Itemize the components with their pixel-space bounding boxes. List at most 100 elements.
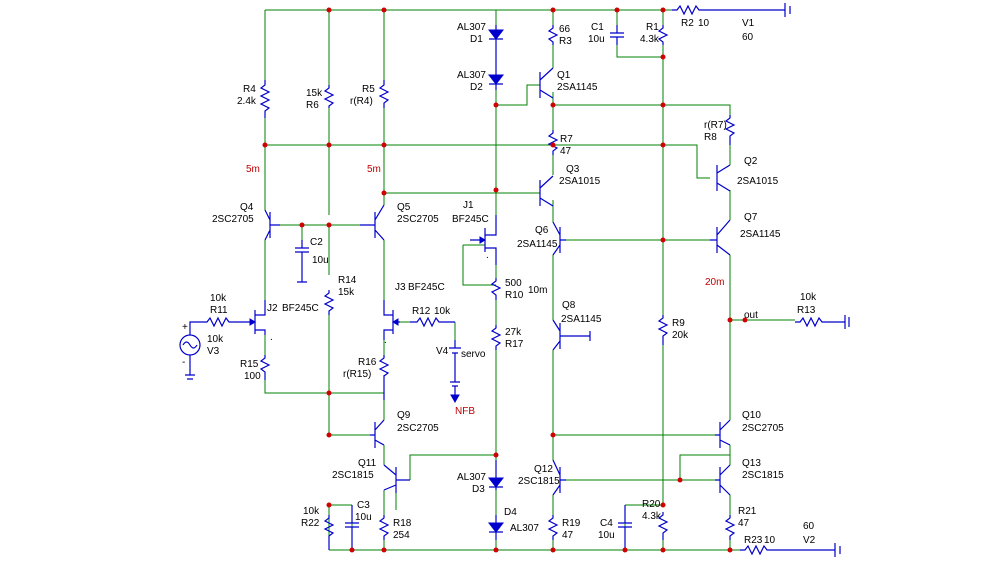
q5-transistor [360,204,385,241]
d4-diode [487,515,505,540]
q1-type: 2SA1145 [557,82,598,93]
q8-name: Q8 [562,300,576,311]
nodes [262,7,748,553]
q9-name: Q9 [397,410,411,421]
c4-capacitor [618,505,632,550]
r14-name: R14 [338,275,357,286]
j3-jfet [383,300,400,340]
q3-transistor [539,175,554,207]
d1-type: AL307 [457,22,486,33]
r17-value: 27k [505,327,522,338]
q11-name: Q11 [358,458,377,469]
r20-resistor [657,512,669,540]
r21-resistor [724,515,736,540]
current-10m: 10m [528,285,547,296]
nfb-arrow [450,394,460,404]
d2-diode [487,45,505,90]
r7-resistor [547,130,559,155]
v4-value: servo [461,349,486,360]
components [179,3,850,557]
r18-name: R18 [393,518,412,529]
q4-transistor [264,209,280,241]
r12-resistor [410,316,455,328]
q12-name: Q12 [534,464,553,475]
r2-value: 10 [698,18,710,29]
r10-resistor [490,278,502,300]
r8-value: r(R7) [704,120,727,131]
r21-name: R21 [738,506,757,517]
c4-name: C4 [600,518,613,529]
d3-diode [487,460,505,490]
q13-transistor [715,464,731,496]
r3-resistor [547,25,559,45]
r20-name: R20 [642,499,661,510]
q10-name: Q10 [742,410,761,421]
c1-capacitor [610,25,624,45]
q11-transistor [383,464,410,493]
q9-type: 2SC2705 [397,423,439,434]
r12-name: R12 [412,306,431,317]
r16-resistor [378,355,390,400]
v4-source [449,340,461,395]
c2-capacitor [295,240,309,283]
r4-resistor [259,80,271,118]
tick-3: . [486,250,489,261]
r15-name: R15 [240,359,259,370]
r5-value: r(R4) [350,96,373,107]
r9-name: R9 [672,318,685,329]
r14-resistor [323,290,335,315]
q7-transistor [710,219,731,256]
q3-type: 2SA1015 [559,176,601,187]
j1-type: BF245C [452,214,489,225]
r19-value: 47 [562,530,574,541]
r15-resistor [259,355,271,380]
v3-name: V3 [207,346,220,357]
current-5m-left: 5m [246,164,260,175]
j2-name: J2 [267,303,278,314]
v4-name: V4 [436,346,449,357]
r13-ground [844,315,850,329]
j3-name: J3 [395,282,406,293]
q7-type: 2SA1145 [740,229,781,240]
r19-name: R19 [562,518,581,529]
r3-value: 66 [559,24,571,35]
r4-value: 2.4k [237,96,257,107]
r3-name: R3 [559,36,572,47]
r6-resistor [323,85,335,108]
c1-value: 10u [588,34,605,45]
j2-jfet [240,300,266,335]
tick-2: . [384,335,387,346]
r23-name: R23 [744,535,763,546]
r21-value: 47 [738,518,750,529]
r22-name: R22 [301,518,320,529]
r1-value: 4.3k [640,34,660,45]
r13-name: R13 [797,305,816,316]
q4-name: Q4 [240,202,254,213]
r9-value: 20k [672,330,689,341]
q8-transistor [552,319,591,351]
r7-name: R7 [560,134,573,145]
q6-name: Q6 [535,225,549,236]
r14-value: 15k [338,287,355,298]
d4-name: D4 [504,507,517,518]
r11-resistor [200,316,240,328]
r7-value: 47 [560,146,572,157]
q12-type: 2SC1815 [518,476,560,487]
q2-name: Q2 [744,156,758,167]
r8-resistor [724,115,736,145]
v3-value: 10k [207,334,224,345]
v2-source [800,543,841,557]
q1-transistor [539,67,554,99]
v1-source [725,3,791,17]
q11-type: 2SC1815 [332,470,374,481]
wires [240,9,795,551]
c2-value: 10u [312,255,329,266]
q3-name: Q3 [566,164,580,175]
d2-name: D2 [470,82,483,93]
r19-resistor [547,515,559,540]
c3-name: C3 [357,500,370,511]
r18-resistor [378,515,390,540]
r20-value: 4.3k [642,511,662,522]
c3-value: 10u [355,512,372,523]
